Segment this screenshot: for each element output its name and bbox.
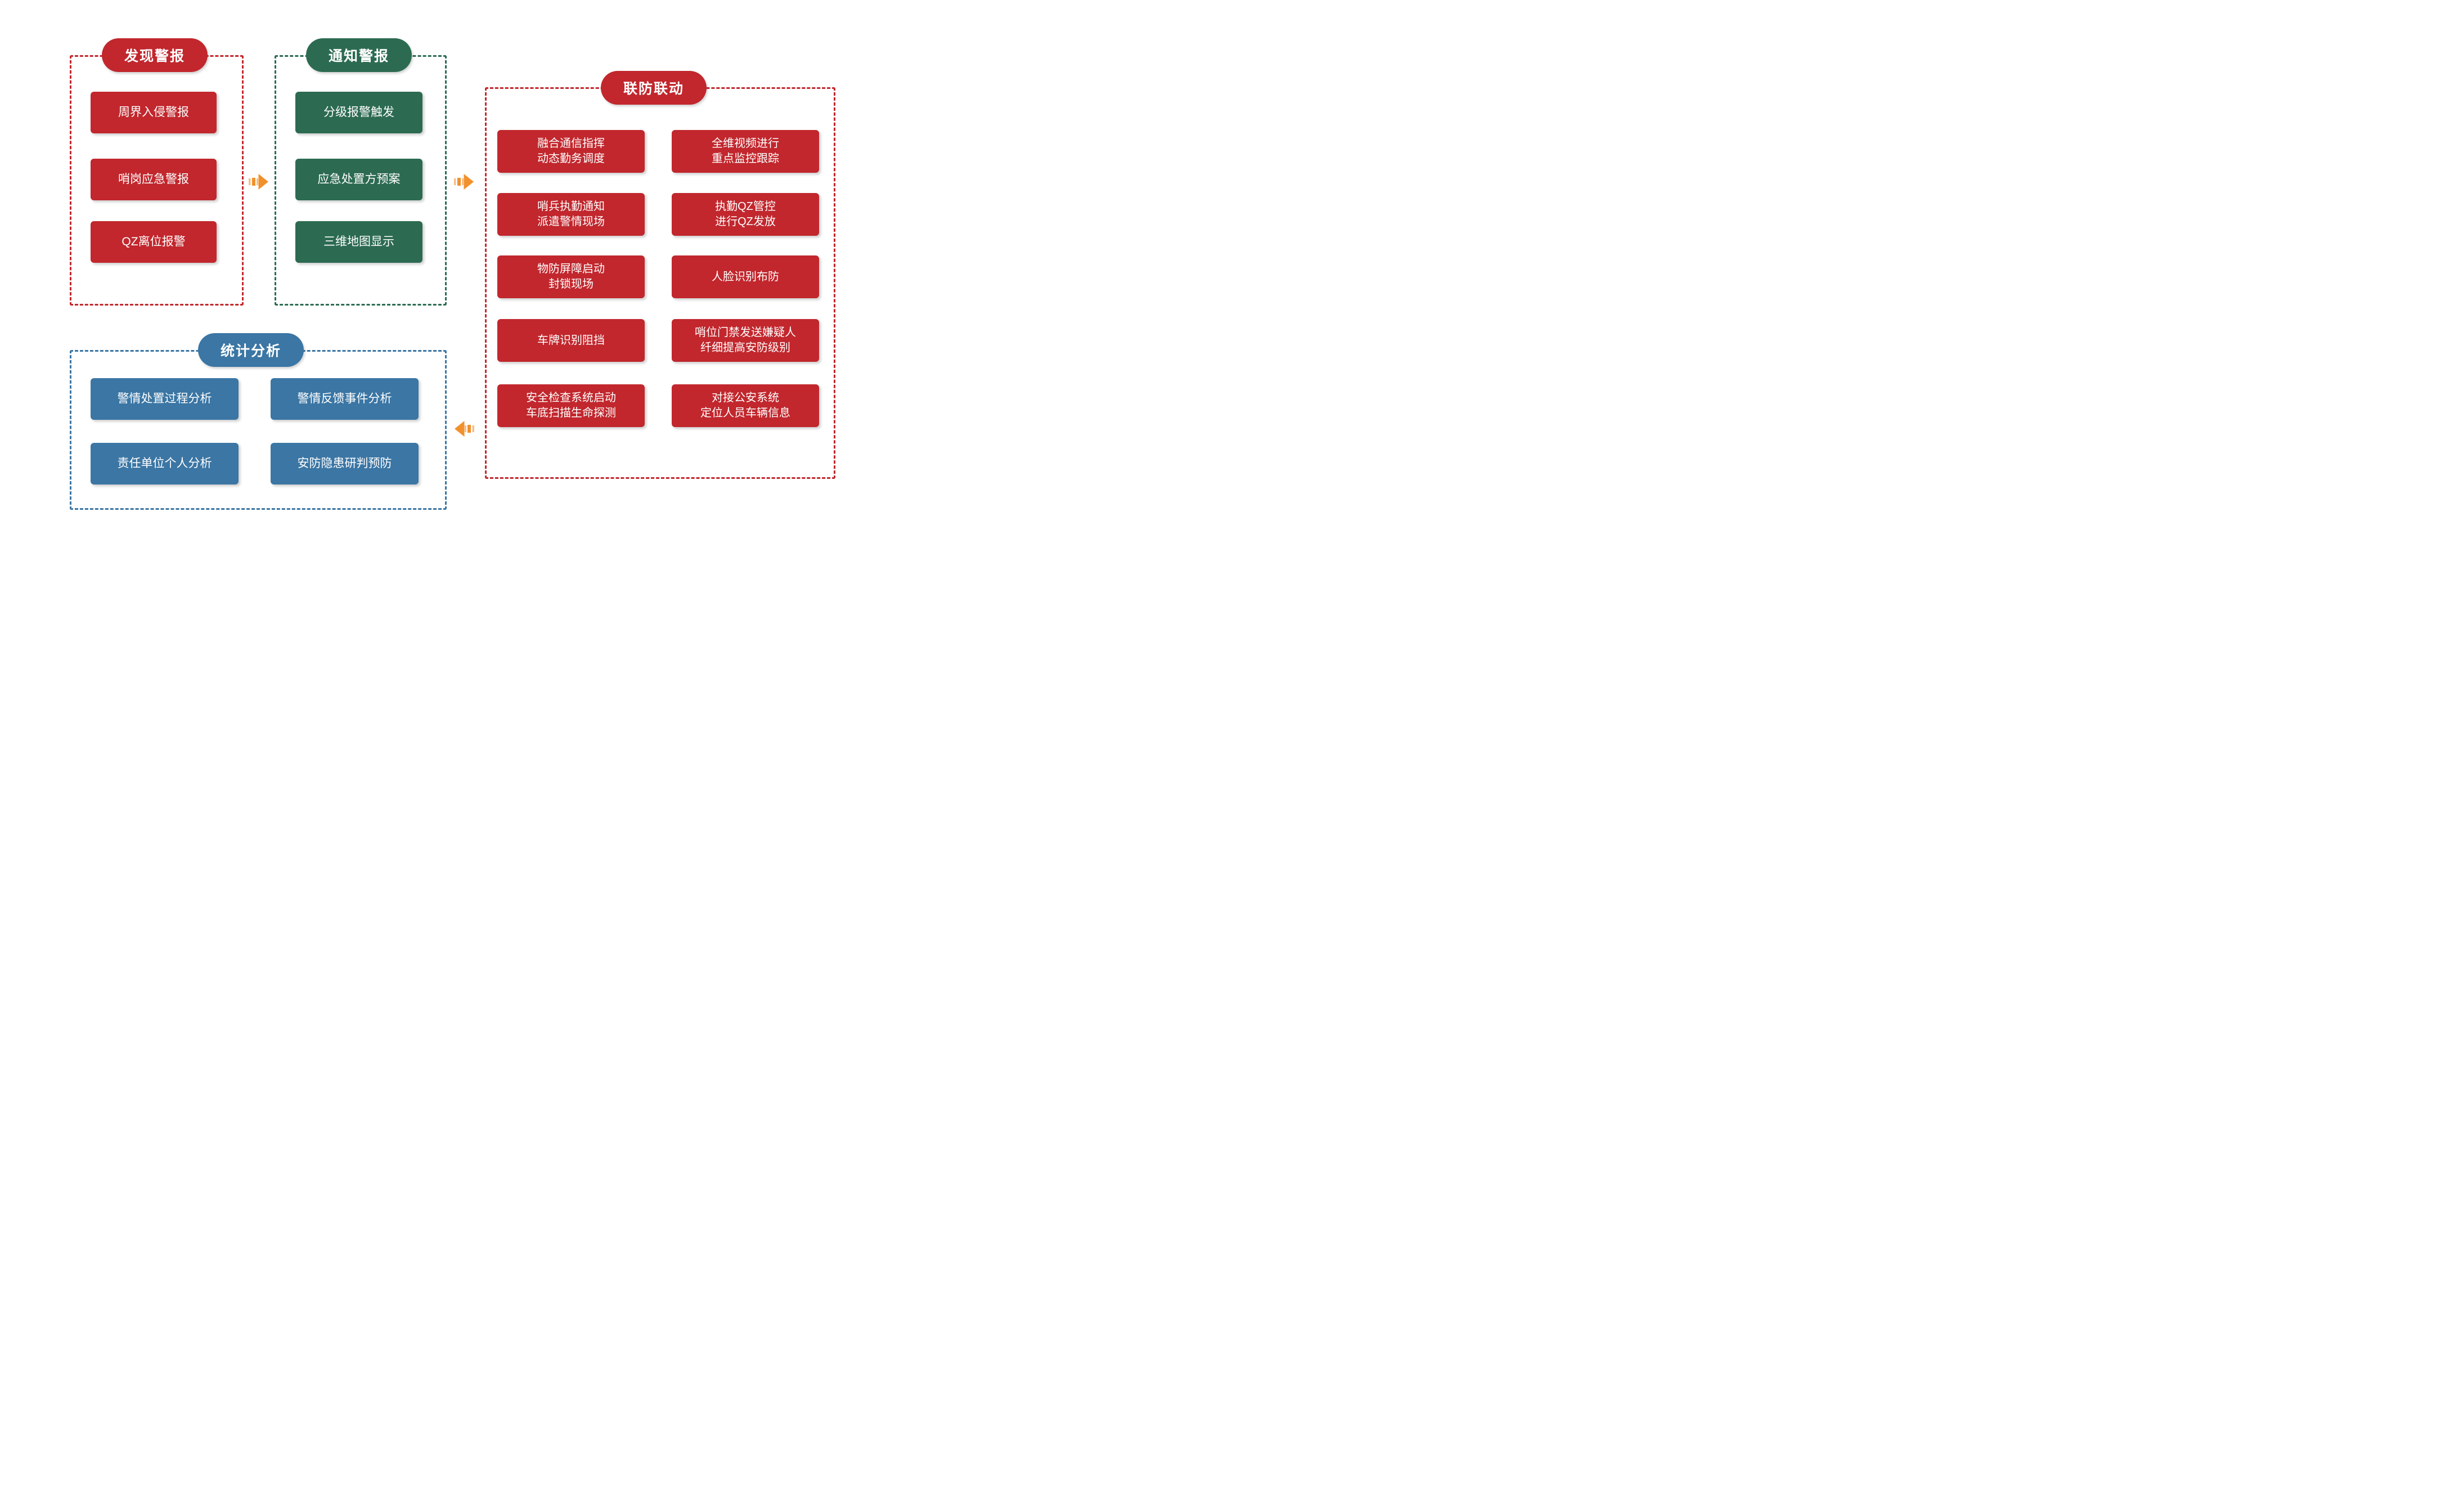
flow-arrow-left-joint-to-stats-icon	[454, 420, 474, 437]
item-box-qz-offsite-alarm: QZ离位报警	[91, 221, 217, 263]
item-box-face-recognition-deploy: 人脸识别布防	[672, 255, 819, 298]
section-border-stats	[70, 350, 447, 510]
item-box-responsible-unit-analysis: 责任单位个人分析	[91, 443, 239, 484]
item-box-police-system-locating: 对接公安系统 定位人员车辆信息	[672, 384, 819, 427]
flow-diagram-canvas: 发现警报 通知警报 联防联动 统计分析 周界入侵警报 哨岗应急警报 QZ离位报警…	[0, 0, 882, 535]
item-box-hidden-danger-analysis: 安防隐患研判预防	[271, 443, 419, 484]
item-box-sentry-duty-notify: 哨兵执勤通知 派遣警情现场	[497, 193, 645, 236]
flow-arrow-right-notify-to-joint-icon	[454, 173, 474, 190]
section-title-pill-stats: 统计分析	[198, 333, 304, 367]
item-box-3d-map-display: 三维地图显示	[295, 221, 422, 263]
item-box-plate-recognition-block: 车牌识别阻挡	[497, 319, 645, 362]
item-box-sentry-emergency-alert: 哨岗应急警报	[91, 159, 217, 200]
item-box-physical-barrier-lockdown: 物防屏障启动 封锁现场	[497, 255, 645, 298]
item-box-alarm-feedback-analysis: 警情反馈事件分析	[271, 378, 419, 420]
item-box-fused-comms-dispatch: 融合通信指挥 动态勤务调度	[497, 130, 645, 173]
item-box-access-control-suspect-alert: 哨位门禁发送嫌疑人 纤细提高安防级别	[672, 319, 819, 362]
flow-arrow-right-discover-to-notify-icon	[249, 173, 269, 190]
section-title-pill-notify: 通知警报	[306, 38, 412, 72]
section-title-pill-discover: 发现警报	[102, 38, 208, 72]
item-box-alarm-handling-analysis: 警情处置过程分析	[91, 378, 239, 420]
item-box-graded-alarm-trigger: 分级报警触发	[295, 92, 422, 133]
item-box-duty-qz-control: 执勤QZ管控 进行QZ发放	[672, 193, 819, 236]
section-title-pill-joint-defense: 联防联动	[601, 71, 707, 105]
item-box-security-check-underbody-scan: 安全检查系统启动 车底扫描生命探测	[497, 384, 645, 427]
item-box-omni-video-tracking: 全维视频进行 重点监控跟踪	[672, 130, 819, 173]
item-box-emergency-response-plan: 应急处置方预案	[295, 159, 422, 200]
item-box-perimeter-intrusion-alert: 周界入侵警报	[91, 92, 217, 133]
